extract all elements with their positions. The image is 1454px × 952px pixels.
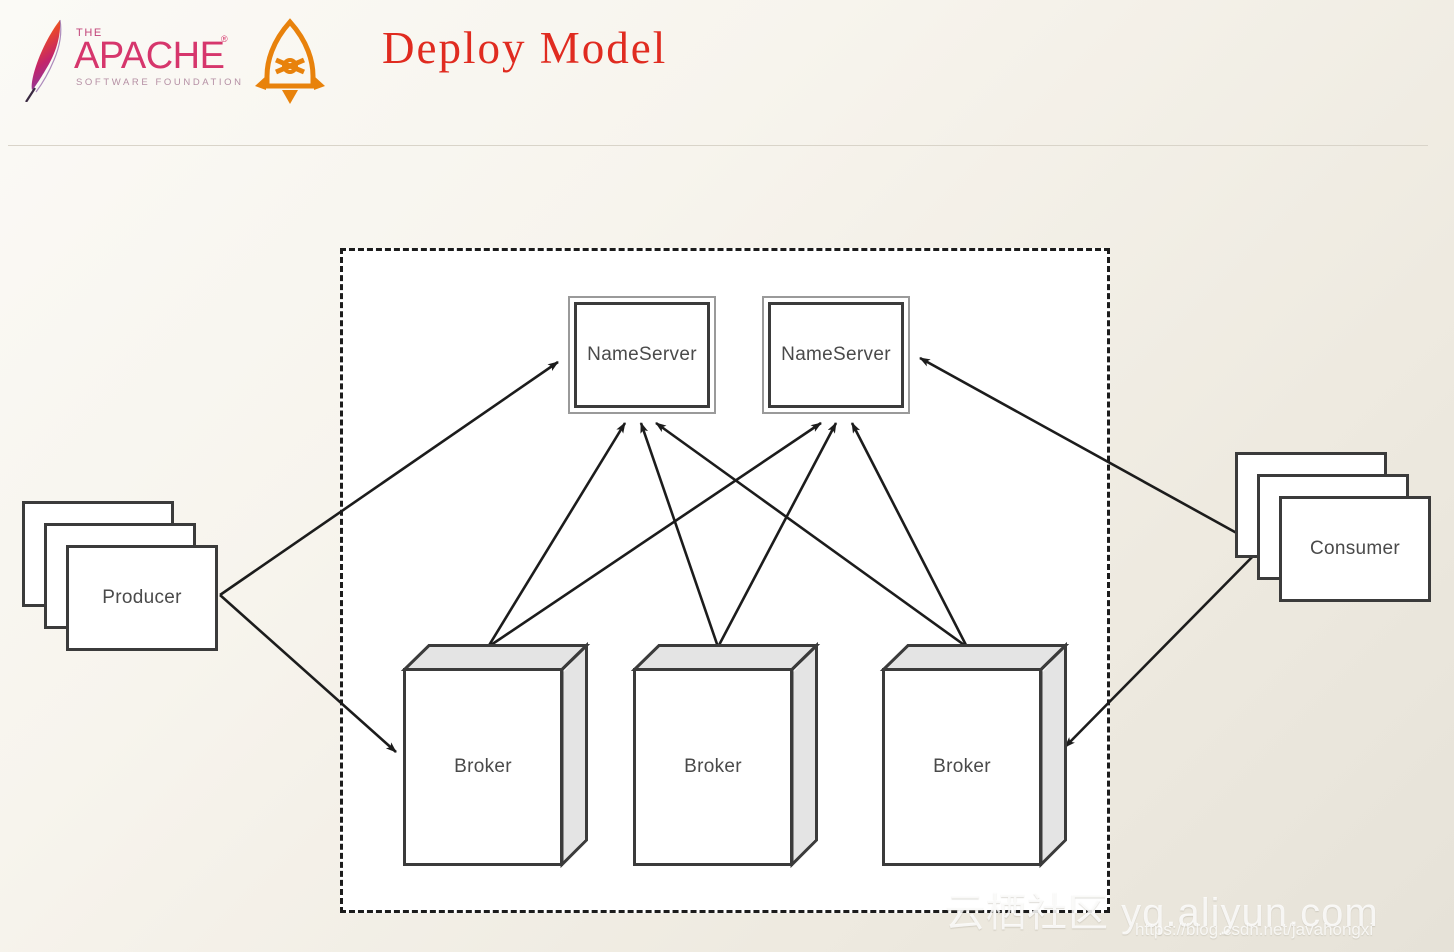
broker-3-front-face: Broker	[882, 668, 1042, 866]
broker-3-label: Broker	[933, 756, 991, 777]
rocketmq-rocket-icon	[255, 18, 325, 104]
broker-1-right-face	[561, 644, 588, 866]
apache-software-foundation-logo: THE APACHE ® SOFTWARE FOUNDATION	[16, 14, 244, 103]
broker-2-right-face	[791, 644, 818, 866]
broker-1-front-face: Broker	[403, 668, 563, 866]
nameserver-1-inner: NameServer	[574, 302, 710, 408]
consumer-sheet-front: Consumer	[1279, 496, 1431, 602]
nameserver-node-1[interactable]: NameServer	[568, 296, 716, 414]
producer-sheet-front: Producer	[66, 545, 218, 651]
apache-name-text: APACHE	[74, 35, 224, 77]
consumer-label: Consumer	[1309, 538, 1401, 559]
apache-tagline-text: SOFTWARE FOUNDATION	[76, 77, 244, 88]
broker-2-top-face	[633, 644, 818, 671]
slide-header: THE APACHE ® SOFTWARE FOUNDATION Deploy …	[0, 0, 1454, 147]
broker-2-label: Broker	[684, 756, 742, 777]
deployment-diagram: NameServer NameServer Broker	[0, 147, 1454, 952]
page-title: Deploy Model	[382, 23, 668, 73]
apache-feather-icon	[25, 19, 62, 103]
broker-1-label: Broker	[454, 756, 512, 777]
producer-node[interactable]: Producer	[22, 501, 218, 651]
watermark: 云栖社区 yq.aliyun.com https://blog.csdn.net…	[945, 880, 1445, 952]
apache-trademark-text: ®	[221, 34, 228, 44]
broker-2-front-face: Broker	[633, 668, 793, 866]
producer-label: Producer	[102, 587, 182, 608]
broker-3-right-face	[1040, 644, 1067, 866]
broker-3-top-face	[882, 644, 1067, 671]
rocketmq-logo	[250, 16, 330, 106]
nameserver-1-label: NameServer	[587, 344, 697, 365]
broker-1-top-face	[403, 644, 588, 671]
nameserver-node-2[interactable]: NameServer	[762, 296, 910, 414]
consumer-node[interactable]: Consumer	[1235, 452, 1431, 602]
nameserver-2-label: NameServer	[781, 344, 891, 365]
broker-node-1[interactable]: Broker	[400, 641, 591, 869]
watermark-brand-text: 云栖社区 yq.aliyun.com	[945, 891, 1379, 935]
nameserver-2-inner: NameServer	[768, 302, 904, 408]
header-divider	[8, 145, 1428, 146]
apache-the-text: THE	[76, 27, 103, 39]
watermark-url-text: https://blog.csdn.net/javahongxi	[1135, 920, 1374, 939]
broker-node-3[interactable]: Broker	[879, 641, 1070, 869]
broker-node-2[interactable]: Broker	[630, 641, 821, 869]
apache-logo-svg: THE APACHE ® SOFTWARE FOUNDATION	[25, 19, 244, 103]
